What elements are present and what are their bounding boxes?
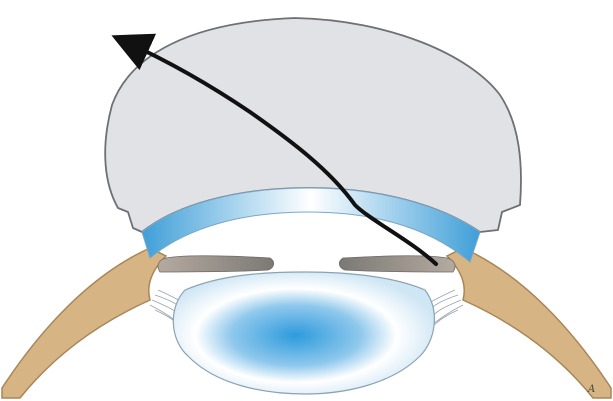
scleral-wall-right xyxy=(447,248,611,398)
artist-signature: A xyxy=(587,384,595,395)
scleral-wall-left xyxy=(2,248,166,398)
iris xyxy=(158,256,455,272)
crystalline-lens xyxy=(173,272,434,394)
iris-left xyxy=(158,256,274,272)
